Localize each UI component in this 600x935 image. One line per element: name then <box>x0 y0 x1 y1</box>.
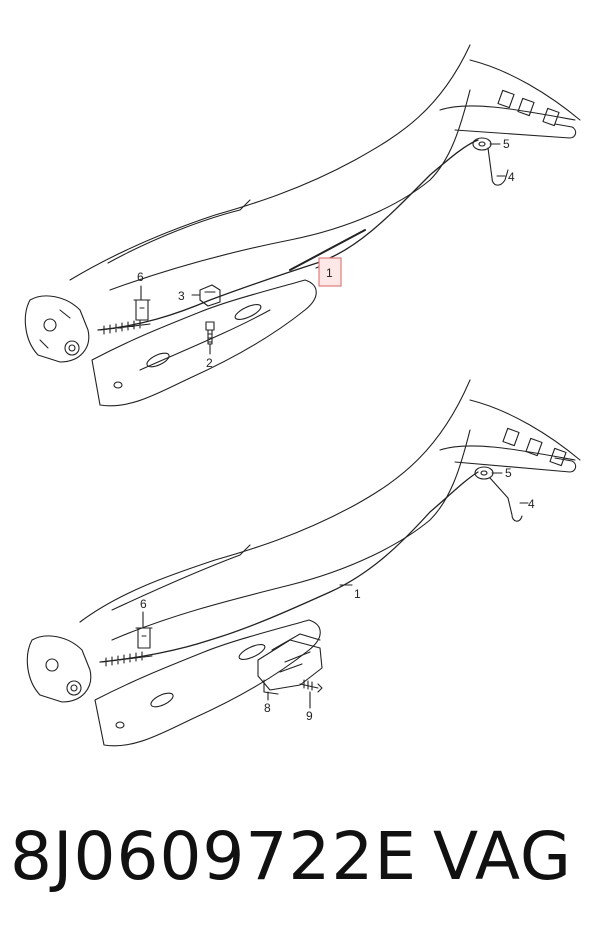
lower-part6-clip <box>135 627 153 649</box>
lower-subframe-hole-2 <box>150 692 174 708</box>
upper-subframe-hole-1 <box>113 381 123 389</box>
upper-brake-caliper <box>24 295 90 363</box>
lower-subframe-hole-1 <box>115 721 125 729</box>
lower-cable-threaded-end <box>101 651 153 667</box>
upper-callout-1-highlight <box>318 257 342 287</box>
upper-callout-6: 6 <box>137 270 144 284</box>
upper-assembly <box>24 44 581 407</box>
lower-slot-1 <box>502 427 520 447</box>
upper-cable-rear-end <box>454 123 577 139</box>
upper-floor-edge <box>107 199 251 264</box>
upper-subframe-hole-2 <box>146 352 170 368</box>
lower-handbrake-cable <box>99 471 479 663</box>
upper-floor-tunnel <box>109 89 471 291</box>
upper-subframe-bracket <box>91 279 317 407</box>
upper-part4-wire <box>487 147 509 186</box>
upper-callout-4: 4 <box>508 170 515 184</box>
lower-subframe-bracket <box>94 619 321 747</box>
upper-slot-3 <box>542 107 560 127</box>
lower-callout-6: 6 <box>140 597 147 611</box>
upper-callout-2: 2 <box>206 356 213 370</box>
lower-part8-actuator <box>257 633 323 695</box>
upper-part5-grommet <box>472 137 492 151</box>
lower-floor-tunnel <box>111 429 471 641</box>
upper-callout-3: 3 <box>178 289 185 303</box>
lower-assembly <box>26 379 581 747</box>
lower-callout-9: 9 <box>306 709 313 723</box>
lower-brake-caliper <box>26 635 92 703</box>
upper-slot-2 <box>517 97 535 117</box>
lower-part9-screw <box>299 679 323 693</box>
lower-callout-1: 1 <box>354 587 361 601</box>
lower-floor-edge <box>111 544 251 611</box>
upper-handbrake-cable <box>97 139 479 331</box>
upper-part3-clamp <box>199 284 221 307</box>
upper-floor-rear <box>469 59 581 121</box>
upper-part6-clip <box>133 299 151 321</box>
lower-floor-rear-2 <box>439 445 576 461</box>
part-number: 8J0609722E <box>10 818 418 895</box>
brand-name: VAG <box>433 818 573 895</box>
upper-floor-outline <box>69 44 471 281</box>
upper-subframe-inner <box>139 309 271 371</box>
upper-cable-sheath <box>289 229 366 271</box>
upper-slot-1 <box>497 89 515 109</box>
lower-part4-wire <box>489 477 523 522</box>
lower-floor-rear <box>469 399 581 461</box>
upper-floor-rear-2 <box>439 105 576 121</box>
lower-callout-4: 4 <box>528 497 535 511</box>
lower-cable-rear-end <box>454 457 577 473</box>
upper-callout-5: 5 <box>503 137 510 151</box>
upper-callout-1: 1 <box>326 266 333 280</box>
upper-subframe-hole-3 <box>234 303 262 321</box>
lower-callout-8: 8 <box>264 701 271 715</box>
lower-subframe-hole-3 <box>238 643 266 661</box>
lower-floor-outline <box>79 379 471 623</box>
lower-slot-2 <box>525 437 543 457</box>
lower-callout-5: 5 <box>505 466 512 480</box>
exploded-parts-diagram: 6 3 2 1 5 4 6 1 8 9 5 4 <box>24 44 581 747</box>
upper-cable-threaded-end <box>99 319 151 335</box>
lower-part5-grommet <box>474 466 494 480</box>
